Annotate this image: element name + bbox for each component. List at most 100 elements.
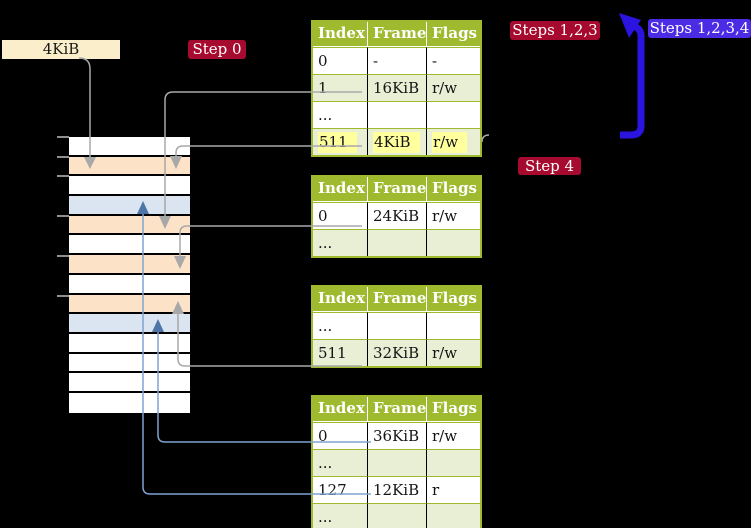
table-cell: 24KiB bbox=[368, 202, 427, 229]
memory-frame-row-white bbox=[69, 353, 190, 374]
table-row: ... bbox=[313, 229, 480, 256]
memory-frame-row-white bbox=[69, 333, 190, 354]
memory-frame-row-orange bbox=[69, 215, 190, 236]
column-header: Index bbox=[313, 397, 368, 422]
steps-flow-arrow bbox=[620, 23, 645, 139]
table-cell bbox=[368, 101, 427, 128]
table-row: 0-- bbox=[313, 47, 480, 74]
column-header: Flags bbox=[427, 287, 480, 312]
table-cell bbox=[368, 312, 427, 339]
memory-frame-row-white bbox=[69, 373, 190, 393]
highlighted-value: r/w bbox=[432, 132, 468, 153]
column-header: Frame bbox=[368, 287, 427, 312]
table-cell bbox=[427, 503, 480, 528]
column-header: Frame bbox=[368, 22, 427, 47]
table-cell bbox=[368, 229, 427, 256]
table-cell: r/w bbox=[427, 74, 480, 101]
table-cell: r/w bbox=[427, 422, 480, 449]
table-cell: 1 bbox=[313, 74, 368, 101]
column-header: Flags bbox=[427, 22, 480, 47]
table-cell: ... bbox=[313, 229, 368, 256]
column-header: Frame bbox=[368, 177, 427, 202]
column-header: Index bbox=[313, 287, 368, 312]
table-cell: 0 bbox=[313, 202, 368, 229]
memory-frame-row-white bbox=[69, 274, 190, 295]
table-cell bbox=[427, 101, 480, 128]
table-cell: ... bbox=[313, 101, 368, 128]
table-row: ... bbox=[313, 101, 480, 128]
highlighted-value: 511 bbox=[318, 132, 357, 153]
table-cell: 127 bbox=[313, 476, 368, 503]
step4-badge: Step 4 bbox=[518, 157, 581, 175]
steps-1234-badge: Steps 1,2,3,4 bbox=[648, 19, 751, 38]
table-cell: 16KiB bbox=[368, 74, 427, 101]
memory-frame-row-white bbox=[69, 176, 190, 197]
table-cell: r/w bbox=[427, 202, 480, 229]
memory-frame-row-orange bbox=[69, 156, 190, 177]
table-cell: 511 bbox=[313, 339, 368, 366]
column-header: Frame bbox=[368, 397, 427, 422]
steps-123-badge: Steps 1,2,3 bbox=[510, 21, 600, 40]
memory-frame-row-orange bbox=[69, 294, 190, 315]
table-cell: r/w bbox=[427, 128, 480, 155]
table-cell bbox=[427, 229, 480, 256]
memory-frame-row-blue bbox=[69, 196, 190, 216]
column-header: Flags bbox=[427, 177, 480, 202]
memory-tick bbox=[57, 255, 69, 257]
column-header: Flags bbox=[427, 397, 480, 422]
memory-tick bbox=[57, 215, 69, 217]
memory-tick bbox=[57, 156, 69, 158]
column-header: Index bbox=[313, 177, 368, 202]
memory-frame-row-orange bbox=[69, 255, 190, 275]
table-cell: ... bbox=[313, 312, 368, 339]
table-cell bbox=[368, 449, 427, 476]
table-cell bbox=[368, 503, 427, 528]
table-cell: 12KiB bbox=[368, 476, 427, 503]
frame-size-label: 4KiB bbox=[2, 40, 120, 59]
table-row: ... bbox=[313, 449, 480, 476]
memory-tick bbox=[57, 295, 69, 297]
steps-flow-arrowhead bbox=[619, 13, 641, 38]
memory-frame-row-white bbox=[69, 392, 190, 413]
table-row: ... bbox=[313, 503, 480, 528]
memory-column bbox=[69, 137, 190, 413]
table-cell: ... bbox=[313, 503, 368, 528]
table-cell: r bbox=[427, 476, 480, 503]
table-cell bbox=[427, 312, 480, 339]
table-cell: - bbox=[368, 47, 427, 74]
table-cell: 32KiB bbox=[368, 339, 427, 366]
memory-tick bbox=[57, 136, 69, 138]
table-cell: 36KiB bbox=[368, 422, 427, 449]
table-cell: 0 bbox=[313, 422, 368, 449]
table-cell: 4KiB bbox=[368, 128, 427, 155]
table-cell: - bbox=[427, 47, 480, 74]
table-cell bbox=[427, 449, 480, 476]
table-cell: 0 bbox=[313, 47, 368, 74]
highlighted-value: 4KiB bbox=[373, 132, 420, 153]
step0-badge: Step 0 bbox=[188, 40, 246, 59]
memory-frame-row-blue bbox=[69, 314, 190, 334]
connector-stub bbox=[481, 134, 490, 143]
memory-frame-row-white bbox=[69, 235, 190, 256]
table-cell: r/w bbox=[427, 339, 480, 366]
memory-frame-row-white bbox=[69, 137, 190, 157]
column-header: Index bbox=[313, 22, 368, 47]
table-row: ... bbox=[313, 312, 480, 339]
